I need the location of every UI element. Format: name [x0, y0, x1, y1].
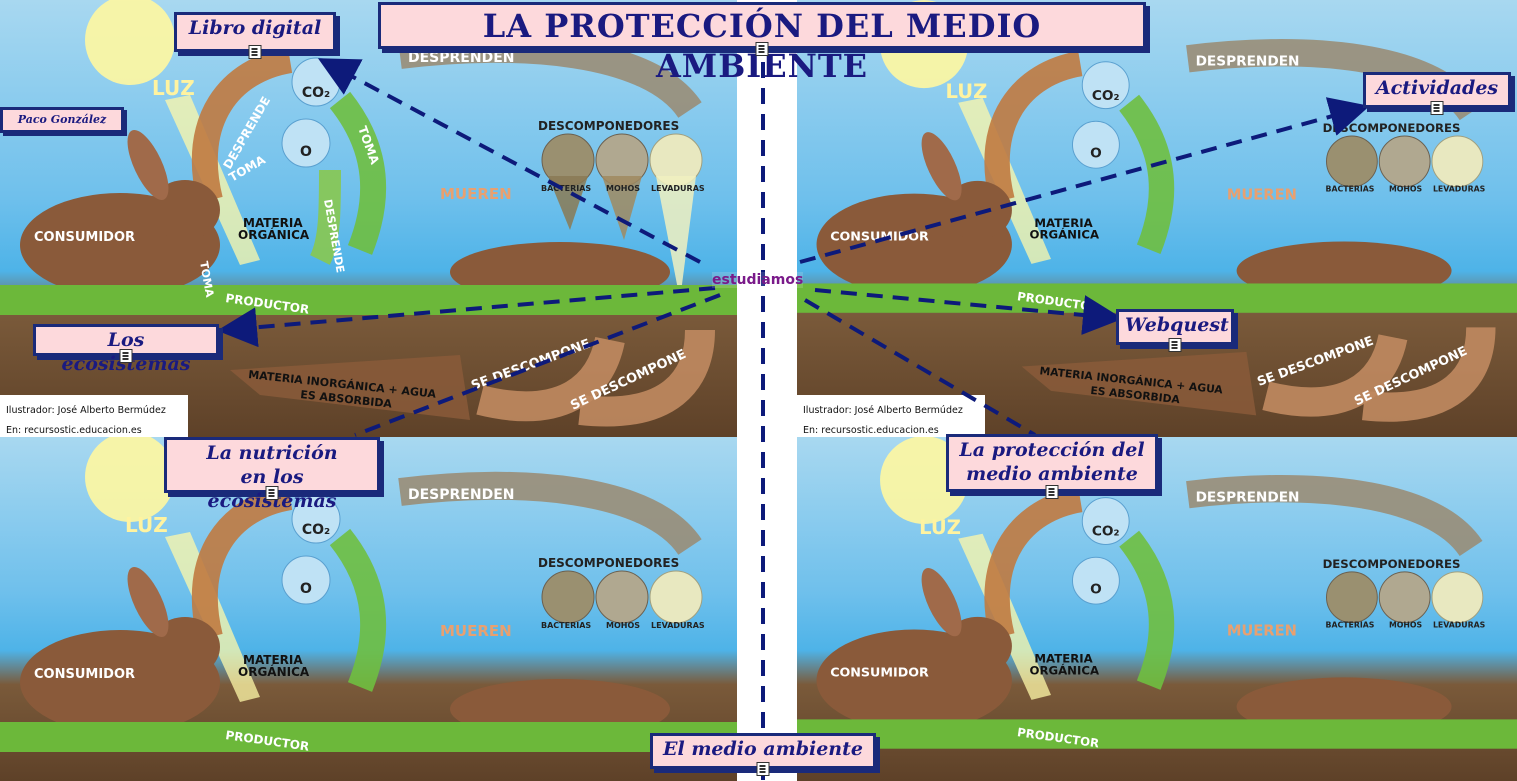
- levaduras-label: LEVADURAS: [651, 184, 705, 193]
- levaduras-label: LEVADURAS: [651, 621, 705, 630]
- oxygen-label: O: [300, 144, 312, 160]
- desprenden-label: DESPRENDEN: [408, 487, 515, 503]
- oxygen-label: O: [1090, 145, 1102, 161]
- descomponedores-label: DESCOMPONEDORES: [1323, 121, 1461, 135]
- node-la-proteccion-line1: La protección del: [955, 438, 1149, 462]
- mueren-label: MUEREN: [1227, 186, 1297, 203]
- mohos-label: MOHOS: [606, 621, 640, 630]
- toma-arrow-icon: [340, 537, 373, 687]
- organica-label: ORGÁNICA: [1030, 662, 1100, 677]
- sun-icon: [85, 437, 175, 522]
- co2-label: CO₂: [302, 522, 330, 538]
- document-icon[interactable]: [266, 486, 279, 500]
- organica-label: ORGÁNICA: [1030, 227, 1100, 242]
- consumidor-label: CONSUMIDOR: [34, 667, 135, 682]
- mohos-label: MOHOS: [1389, 185, 1423, 194]
- node-libro-digital-label: Libro digital: [189, 17, 321, 39]
- desprenden-label: DESPRENDEN: [408, 50, 515, 66]
- center-connector-label: estudiamos: [712, 272, 803, 288]
- sun-icon: [85, 0, 175, 85]
- yeast-icon: [650, 571, 702, 623]
- bacterias-label: BACTERIAS: [1326, 621, 1375, 630]
- credits-box: Ilustrador: José Alberto Bermúdez En: re…: [797, 395, 985, 437]
- credits-box: Ilustrador: José Alberto Bermúdez En: re…: [0, 395, 188, 437]
- node-el-medio-ambiente-label: El medio ambiente: [663, 738, 863, 760]
- descomponedores-label: DESCOMPONEDORES: [538, 556, 679, 570]
- author-label: Paco González: [0, 107, 124, 133]
- bacteria-icon: [1326, 136, 1377, 187]
- bacterias-label: BACTERIAS: [541, 621, 591, 630]
- oxygen-label: O: [1090, 581, 1102, 597]
- node-la-proteccion[interactable]: La protección del medio ambiente: [946, 434, 1158, 492]
- mohos-label: MOHOS: [606, 184, 640, 193]
- document-icon[interactable]: [249, 45, 262, 59]
- node-el-medio-ambiente[interactable]: El medio ambiente: [650, 733, 876, 769]
- grass-strip: [0, 722, 737, 752]
- mold-icon: [1379, 136, 1430, 187]
- bacterias-label: BACTERIAS: [541, 184, 591, 193]
- illustration-panel-top-right: CO₂ O LUZ DESPRENDEN DESCOMPONEDORES BAC…: [797, 0, 1517, 437]
- mueren-label: MUEREN: [440, 185, 512, 203]
- descomponedores-label: DESCOMPONEDORES: [538, 119, 679, 133]
- node-libro-digital[interactable]: Libro digital: [174, 12, 336, 52]
- grass-strip: [797, 719, 1517, 748]
- bacteria-icon: [1326, 572, 1377, 623]
- co2-label: CO₂: [1092, 88, 1120, 104]
- levaduras-label: LEVADURAS: [1433, 621, 1486, 630]
- luz-label: LUZ: [919, 516, 961, 539]
- node-actividades[interactable]: Actividades: [1363, 72, 1511, 108]
- document-icon[interactable]: [1431, 101, 1444, 115]
- bacteria-icon: [542, 571, 594, 623]
- desprende-arrow-icon: [997, 64, 1080, 201]
- yeast-icon: [1432, 572, 1483, 623]
- organica-label: ORGÁNICA: [238, 664, 310, 679]
- mueren-label: MUEREN: [440, 622, 512, 640]
- mohos-label: MOHOS: [1389, 621, 1423, 630]
- grass-strip: [0, 285, 737, 315]
- node-la-nutricion-line1: La nutrición: [173, 441, 371, 465]
- desprenden-label: DESPRENDEN: [1196, 490, 1300, 506]
- luz-label: LUZ: [152, 76, 195, 100]
- document-icon[interactable]: [756, 42, 769, 56]
- co2-label: CO₂: [1092, 524, 1120, 540]
- node-actividades-label: Actividades: [1376, 77, 1498, 99]
- node-webquest-label: Webquest: [1125, 314, 1229, 336]
- oxygen-label: O: [300, 581, 312, 597]
- node-los-ecosistemas[interactable]: Los ecosistemas: [33, 324, 219, 356]
- organica-label: ORGÁNICA: [238, 227, 310, 242]
- document-icon[interactable]: [1046, 485, 1059, 499]
- illustrator-credit: Ilustrador: José Alberto Bermúdez: [6, 401, 188, 421]
- toma-arrow-icon: [1129, 539, 1161, 686]
- document-icon[interactable]: [757, 762, 770, 776]
- desprende-arrow-icon: [997, 500, 1080, 637]
- luz-label: LUZ: [125, 513, 168, 537]
- trophic-cycle-illustration: CO₂ O LUZ DESPRENDEN DESCOMPONEDORES BAC…: [797, 0, 1517, 437]
- luz-label: LUZ: [945, 80, 987, 103]
- consumidor-label: CONSUMIDOR: [830, 228, 929, 243]
- illustrator-credit: Ilustrador: José Alberto Bermúdez: [803, 401, 985, 421]
- yeast-icon: [1432, 136, 1483, 187]
- consumidor-label: CONSUMIDOR: [830, 664, 929, 679]
- node-la-proteccion-line2: medio ambiente: [955, 462, 1149, 486]
- mold-icon: [1379, 572, 1430, 623]
- mold-icon: [596, 571, 648, 623]
- desprenden-label: DESPRENDEN: [1196, 54, 1300, 70]
- toma-arrow-icon: [340, 100, 373, 250]
- node-la-nutricion[interactable]: La nutrición en los ecosistemas: [164, 437, 380, 493]
- document-icon[interactable]: [120, 349, 133, 363]
- document-icon[interactable]: [1169, 338, 1182, 352]
- descomponedores-label: DESCOMPONEDORES: [1323, 557, 1461, 571]
- levaduras-label: LEVADURAS: [1433, 185, 1486, 194]
- desprende-arrow-icon: [205, 497, 290, 637]
- bacterias-label: BACTERIAS: [1326, 185, 1375, 194]
- page-title: LA PROTECCIÓN DEL MEDIO AMBIENTE: [378, 2, 1146, 49]
- mueren-label: MUEREN: [1227, 622, 1297, 639]
- node-webquest[interactable]: Webquest: [1116, 309, 1234, 345]
- toma-arrow-icon: [1129, 103, 1161, 250]
- consumidor-label: CONSUMIDOR: [34, 230, 135, 245]
- co2-label: CO₂: [302, 85, 330, 101]
- source-credit: En: recursostic.educacion.es: [6, 421, 188, 437]
